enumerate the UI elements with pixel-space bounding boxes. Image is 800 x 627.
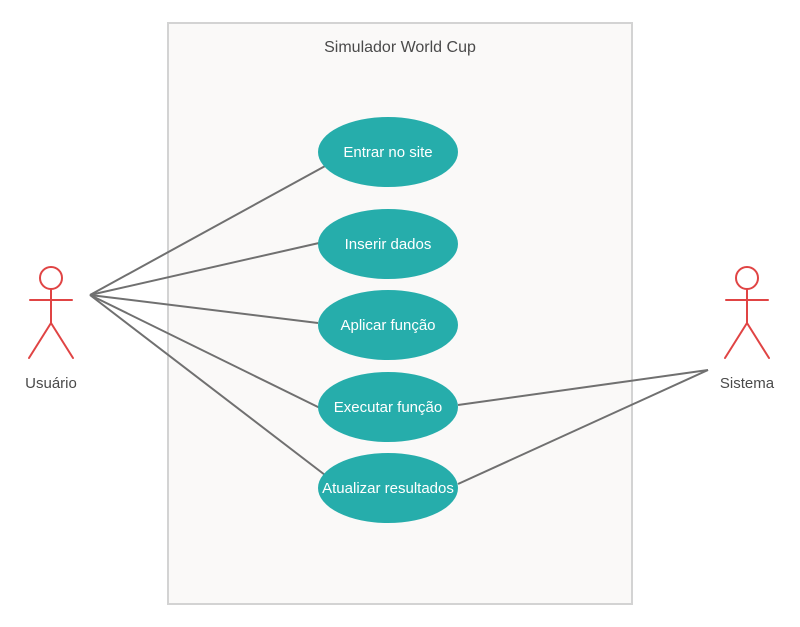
stick-figure-icon — [724, 266, 770, 359]
use-case-entrar-no-site[interactable]: Entrar no site — [318, 117, 458, 187]
association-user-aplicar[interactable] — [89, 294, 319, 324]
use-case-label: Inserir dados — [345, 236, 432, 253]
actor-label: Sistema — [720, 375, 775, 392]
association-user-executar[interactable] — [89, 294, 321, 409]
use-case-ellipse[interactable] — [318, 372, 458, 442]
association-user-inserir[interactable] — [89, 242, 320, 296]
use-case-label: Executar função — [334, 399, 442, 416]
use-case-label: Aplicar função — [340, 317, 435, 334]
use-case-ellipse[interactable] — [318, 290, 458, 360]
use-case-aplicar-funcao[interactable]: Aplicar função — [318, 290, 458, 360]
use-case-executar-funcao[interactable]: Executar função — [318, 372, 458, 442]
use-case-ellipse[interactable] — [318, 453, 458, 523]
use-case-ellipse[interactable] — [318, 117, 458, 187]
actor-usuario[interactable]: Usuário — [25, 266, 77, 392]
associations — [89, 164, 709, 485]
stick-figure-icon — [28, 266, 74, 359]
use-case-ellipse[interactable] — [318, 209, 458, 279]
use-case-label: Atualizar resultados — [322, 480, 454, 497]
association-sistema-executar[interactable] — [457, 369, 709, 406]
use-case-atualizar-resultados[interactable]: Atualizar resultados — [318, 453, 458, 523]
use-case-inserir-dados[interactable]: Inserir dados — [318, 209, 458, 279]
system-title: Simulador World Cup — [324, 39, 476, 56]
actor-sistema[interactable]: Sistema — [720, 266, 775, 392]
association-user-atualizar[interactable] — [89, 294, 326, 476]
actor-label: Usuário — [25, 375, 77, 392]
association-sistema-atualizar[interactable] — [457, 369, 709, 485]
use-case-label: Entrar no site — [343, 144, 432, 161]
association-user-entrar[interactable] — [89, 164, 328, 296]
